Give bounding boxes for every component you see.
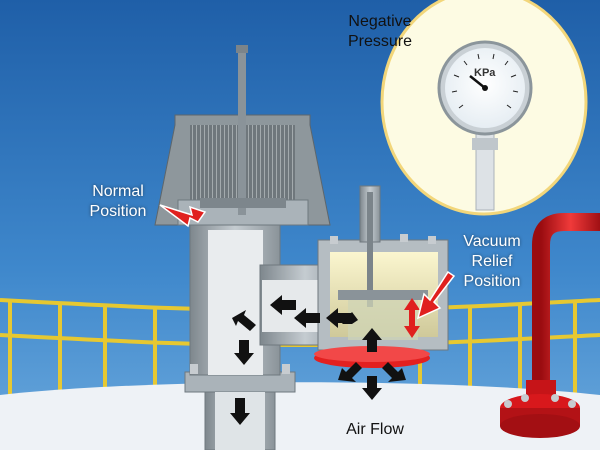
label-line: Vacuum xyxy=(463,233,521,250)
flow-arrow-icon xyxy=(362,376,382,400)
flow-arrow-icon xyxy=(294,308,320,328)
flow-arrow-icon xyxy=(382,362,406,382)
lift-arrow-icon xyxy=(404,298,420,338)
pointer-arrow-icon xyxy=(159,204,207,228)
normal-position-label: Normal Position xyxy=(78,182,158,222)
flow-arrow-icon xyxy=(230,398,250,425)
label-line: Normal xyxy=(92,183,144,200)
flow-arrow-icon xyxy=(362,328,382,352)
flow-arrows xyxy=(230,295,406,425)
label-line: Negative xyxy=(348,13,412,30)
gauge-unit-label: KPa xyxy=(474,67,496,79)
pressure-gauge-icon xyxy=(437,40,533,136)
tank-roof xyxy=(0,382,600,450)
pointer-arrow-icon xyxy=(416,270,456,320)
red-pipe xyxy=(500,213,600,438)
label-line: Pressure xyxy=(347,33,413,50)
flow-arrow-icon xyxy=(270,295,296,315)
pressure-gauge-callout xyxy=(380,0,588,216)
vacuum-relief-position-label: Vacuum Relief Position xyxy=(452,232,532,292)
negative-pressure-label: Negative Pressure xyxy=(330,12,430,52)
flow-arrow-icon xyxy=(234,340,254,365)
flow-arrow-icon xyxy=(342,312,358,324)
label-line: Position xyxy=(463,273,521,290)
flow-arrow-icon xyxy=(232,310,256,331)
flow-arrow-icon xyxy=(338,362,362,382)
label-line: Position xyxy=(89,203,147,220)
label-line: Relief xyxy=(471,253,513,270)
air-flow-label: Air Flow xyxy=(346,421,404,438)
gauge-needle xyxy=(469,75,486,89)
